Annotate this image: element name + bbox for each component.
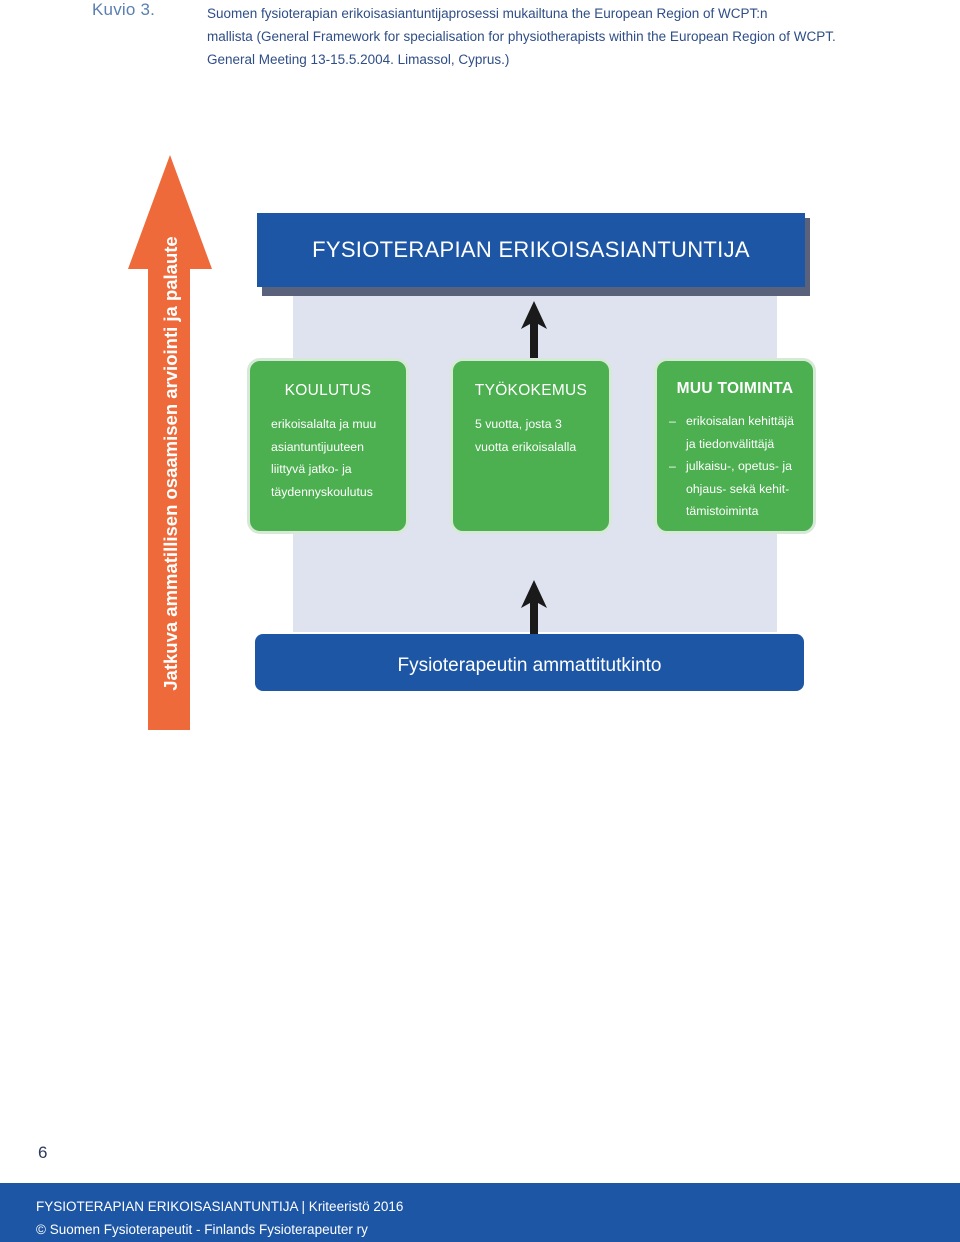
other-activity-box-body: –erikoisalan kehittäjä ja tiedonvälittäj… — [669, 410, 794, 523]
list-dash: – — [669, 414, 676, 428]
other-activity-text: ohjaus- sekä kehit- — [686, 481, 790, 496]
education-box-title: KOULUTUS — [284, 382, 372, 399]
education-line: asiantuntijuuteen — [271, 439, 364, 454]
figure-label: Kuvio 3. — [92, 0, 156, 19]
page-number: 6 — [38, 1143, 48, 1162]
other-activity-box: MUU TOIMINTA –erikoisalan kehittäjä ja t… — [654, 358, 816, 534]
footer-title: FYSIOTERAPIAN ERIKOISASIANTUNTIJA | Krit… — [36, 1199, 404, 1214]
education-line: liittyvä jatko- ja — [271, 462, 352, 476]
work-experience-box-title: TYÖKOKEMUS — [474, 382, 588, 399]
up-arrow-icon — [521, 301, 547, 373]
work-experience-line: 5 vuotta, josta 3 — [475, 417, 562, 431]
footer: FYSIOTERAPIAN ERIKOISASIANTUNTIJA | Krit… — [0, 1183, 960, 1242]
other-activity-text: tämistoiminta — [686, 504, 759, 518]
other-activity-item: –julkaisu-, opetus- ja — [669, 455, 794, 478]
specialist-box-label: FYSIOTERAPIAN ERIKOISASIANTUNTIJA — [312, 237, 750, 262]
other-activity-item: tämistoiminta — [669, 500, 794, 523]
up-arrow-icon — [521, 580, 547, 652]
footer-copyright: © Suomen Fysioterapeutit - Finlands Fysi… — [36, 1222, 368, 1237]
caption-line: mallista (General Framework for speciali… — [207, 29, 836, 44]
feedback-arrow — [128, 155, 212, 730]
work-experience-box-body: 5 vuotta, josta 3 vuotta erikoisalalla — [475, 413, 576, 458]
education-line: täydennyskoulutus — [271, 484, 373, 499]
education-box: KOULUTUS erikoisalalta ja muu asiantunti… — [247, 358, 409, 534]
other-activity-item: ja tiedonvälittäjä — [669, 433, 794, 456]
other-activity-text: erikoisalan kehittäjä — [686, 414, 795, 428]
figure-caption: Suomen fysioterapian erikoisasiantuntija… — [207, 2, 847, 71]
specialist-box: FYSIOTERAPIAN ERIKOISASIANTUNTIJA — [257, 213, 805, 287]
degree-box-label: Fysioterapeutin ammattitutkinto — [397, 654, 662, 676]
feedback-arrow-label: Jatkuva ammatillisen osaamisen arviointi… — [160, 236, 181, 691]
other-activity-text: ja tiedonvälittäjä — [686, 436, 775, 451]
other-activity-text: julkaisu-, opetus- ja — [686, 459, 792, 473]
work-experience-box: TYÖKOKEMUS 5 vuotta, josta 3 vuotta erik… — [450, 358, 612, 534]
education-box-body: erikoisalalta ja muu asiantuntijuuteen l… — [271, 413, 376, 503]
degree-box: Fysioterapeutin ammattitutkinto — [255, 634, 804, 691]
list-dash: – — [669, 459, 676, 473]
other-activity-item: –erikoisalan kehittäjä — [669, 410, 794, 433]
other-activity-item: ohjaus- sekä kehit- — [669, 478, 794, 501]
caption-line: Suomen fysioterapian erikoisasiantuntija… — [207, 6, 768, 21]
other-activity-box-title: MUU TOIMINTA — [676, 380, 794, 397]
caption-line: General Meeting 13-15.5.2004. Limassol, … — [207, 52, 510, 67]
education-line: erikoisalalta ja muu — [271, 417, 377, 431]
work-experience-line: vuotta erikoisalalla — [475, 439, 577, 454]
